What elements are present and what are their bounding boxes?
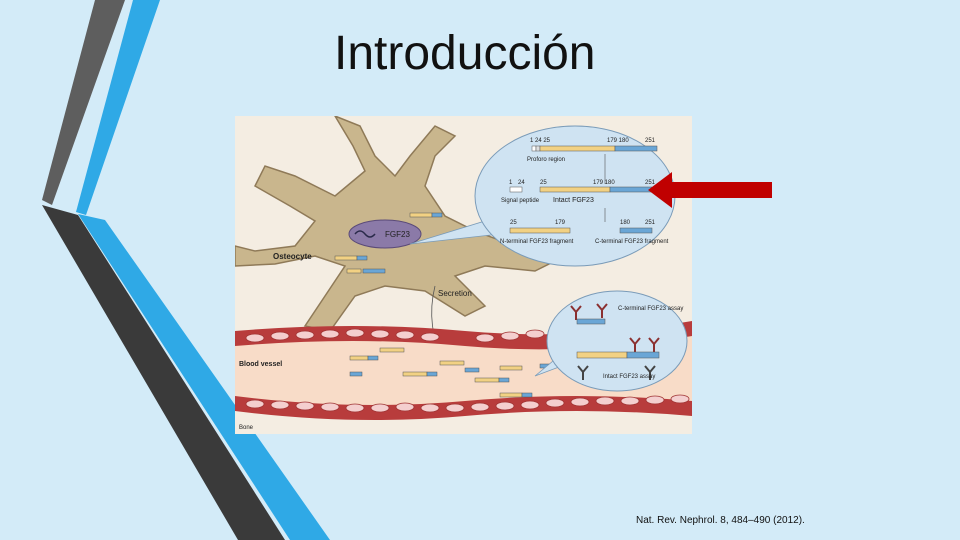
svg-text:251: 251 [645,220,656,226]
proforo-region-label: Proforo region [527,157,565,163]
signal-peptide-label: Signal peptide [501,198,540,204]
bone-label: Bone [239,425,254,431]
svg-text:25: 25 [540,180,547,186]
svg-text:1: 1 [509,180,513,186]
svg-text:24: 24 [518,180,525,186]
osteocyte-label: Osteocyte [273,252,312,261]
antibody-y-icon [570,303,608,320]
processing-bubble: 1 24 25 179 180 251 Proforo region 1 24 … [474,125,676,267]
svg-text:180: 180 [620,220,631,226]
gene-label: FGF23 [385,230,410,239]
n-terminal-label: N-terminal FGF23 fragment [500,239,574,245]
c-terminal-assay-label: C-terminal FGF23 assay [618,306,683,312]
intact-assay-label: Intact FGF23 assay [603,374,655,380]
svg-text:1 24 25: 1 24 25 [530,138,551,144]
svg-text:251: 251 [645,138,656,144]
slide-title: Introducción [334,27,596,80]
c-terminal-label: C-terminal FGF23 fragment [595,239,669,245]
assay-bubble: C-terminal FGF23 assay Intact FGF23 assa… [546,290,688,392]
svg-text:25: 25 [510,220,517,226]
fgf23-diagram: FGF23 Osteocyte Secretion [235,116,692,434]
svg-text:179 180: 179 180 [607,138,629,144]
svg-text:179 180: 179 180 [593,180,615,186]
nucleus-icon [348,219,422,249]
left-arrow-icon [648,172,772,208]
blood-vessel-label: Blood vessel [239,361,282,368]
intact-fgf23-label: Intact FGF23 [553,197,594,204]
svg-text:251: 251 [645,180,656,186]
svg-text:179: 179 [555,220,566,226]
citation: Nat. Rev. Nephrol. 8, 484–490 (2012). [636,515,805,526]
secretion-label: Secretion [438,289,472,298]
